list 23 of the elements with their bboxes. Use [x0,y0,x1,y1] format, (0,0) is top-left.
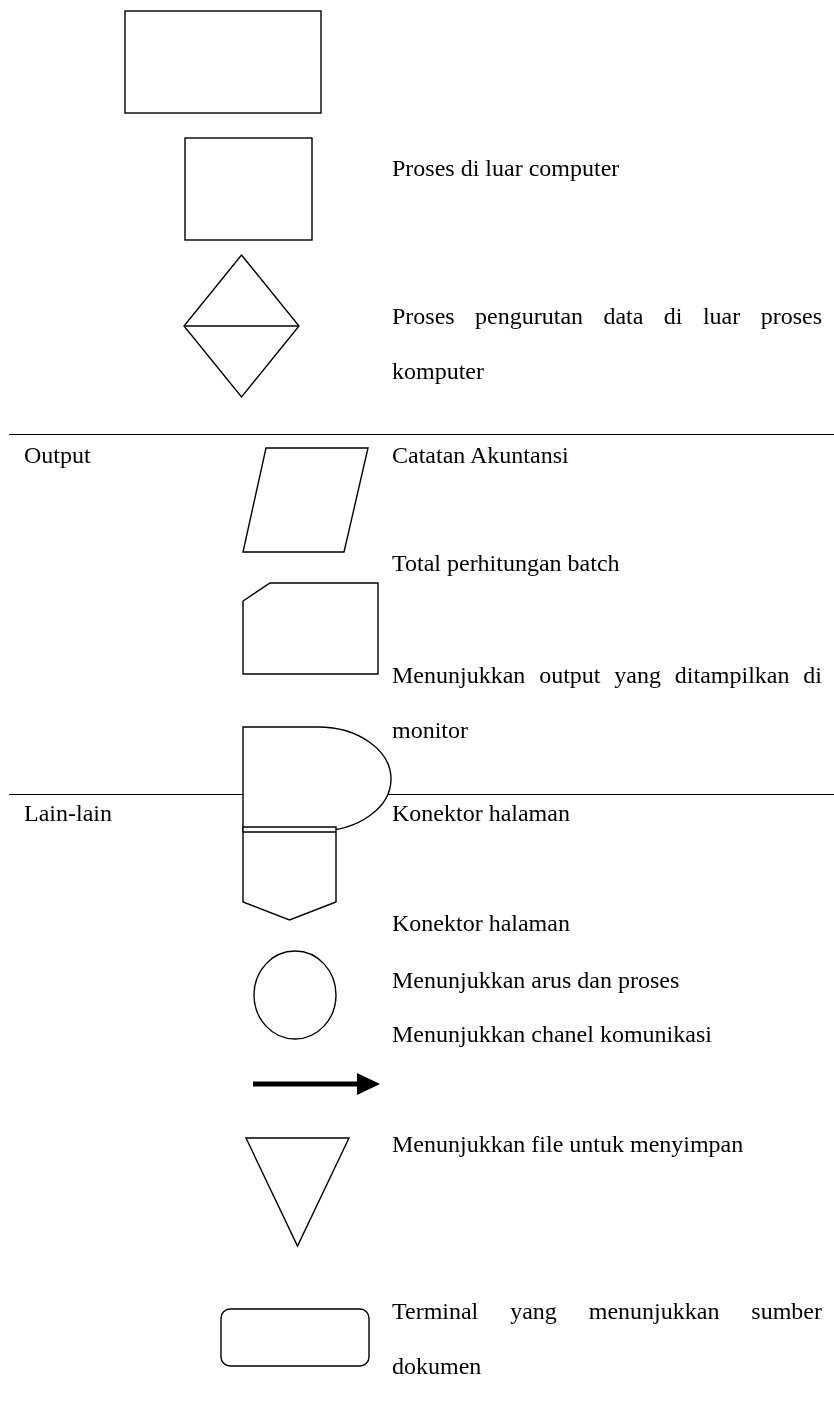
symbol-description: Menunjukkan file untuk menyimpan [392,1129,745,1159]
file-triangle [245,1137,350,1247]
symbol-description: Menunjukkan chanel komunikasi [392,1020,712,1049]
symbol-description: Catatan Akuntansi [392,441,569,470]
symbol-description: Lain-lain [24,799,112,828]
process-box [184,137,313,241]
parallelogram-shape [242,447,369,553]
symbol-description: Proses di luar computer [392,154,620,183]
symbol-description: Total perhitungan batch [392,549,620,578]
symbol-description: Terminal yang menunjukkan sumber dokumen [392,1296,822,1381]
symbol-description: Proses pengurutan data di luar proses komputer [392,301,822,386]
symbol-description: Konektor halaman [392,909,570,938]
terminal-shape [220,1308,370,1367]
sort-diamond [183,254,300,398]
display-shape [242,726,392,832]
symbol-description: Menunjukkan arus dan proses [392,966,680,995]
symbol-description: Output [24,441,91,470]
symbol-description: Konektor halaman [392,799,570,828]
symbol-description: Menunjukkan output yang ditampilkan di monitor [392,660,822,745]
connector-circle [253,950,337,1040]
card-shape [242,582,379,675]
off-page-connector [242,826,337,921]
process-box [124,10,322,114]
